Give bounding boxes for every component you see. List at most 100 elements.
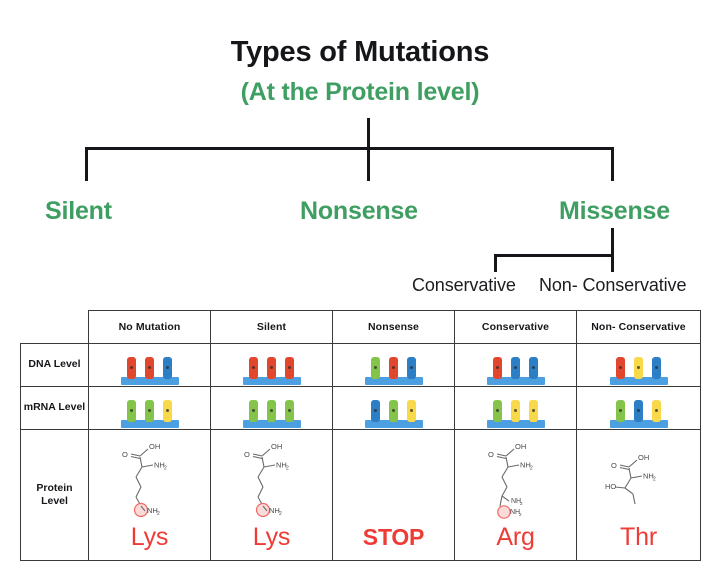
nucleotide-dot <box>409 409 413 412</box>
nucleotide-dot <box>373 409 377 412</box>
column-header-no-mutation: No Mutation <box>88 310 211 344</box>
strand-backbone <box>609 377 668 385</box>
tree-node-nonsense[interactable]: Nonsense <box>300 197 418 225</box>
svg-text:2: 2 <box>530 465 533 471</box>
nucleotide-yellow <box>528 400 538 422</box>
svg-text:2: 2 <box>519 512 522 517</box>
nucleotide-blue <box>528 357 538 379</box>
dna-strand <box>609 351 668 385</box>
strand-backbone <box>242 420 301 428</box>
nucleotide-dot <box>495 409 499 412</box>
codon-glyph <box>211 345 332 385</box>
nucleotide-dot <box>654 409 658 412</box>
tree-main-bar <box>85 147 614 150</box>
dna-strand <box>242 394 301 428</box>
dna-strand <box>364 351 423 385</box>
nucleotide-dot <box>618 366 622 369</box>
nucleotide-dot <box>373 366 377 369</box>
svg-text:NH: NH <box>269 506 280 515</box>
nucleotide-dot <box>531 366 535 369</box>
nucleotide-yellow <box>406 400 416 422</box>
page-title: Types of Mutations <box>230 36 490 68</box>
svg-text:NH: NH <box>510 509 520 516</box>
column-header-nonsense: Nonsense <box>332 310 455 344</box>
codon-glyph <box>89 345 210 385</box>
row-label-line-1: Protein <box>36 481 73 494</box>
dna-strand <box>364 394 423 428</box>
amino-acid-label: Thr <box>620 522 657 551</box>
cell-dna-silent <box>210 343 333 387</box>
nucleotide-dot <box>251 409 255 412</box>
svg-text:O: O <box>122 450 128 459</box>
nucleotide-blue <box>370 400 380 422</box>
nucleotide-green <box>248 400 258 422</box>
nucleotide-green <box>284 400 294 422</box>
nucleotide-dot <box>129 409 133 412</box>
column-header-conservative: Conservative <box>454 310 577 344</box>
tree-stem-nonsense <box>367 147 370 181</box>
column-header-silent: Silent <box>210 310 333 344</box>
nucleotide-yellow <box>651 400 661 422</box>
strand-backbone <box>486 420 545 428</box>
svg-text:O: O <box>488 450 494 459</box>
nucleotide-green <box>266 400 276 422</box>
nucleotide-dot <box>654 366 658 369</box>
cell-dna-conservative <box>454 343 577 387</box>
nucleotide-green <box>492 400 502 422</box>
nucleotide-dot <box>513 366 517 369</box>
nucleotide-dot <box>269 366 273 369</box>
nucleotide-dot <box>513 409 517 412</box>
svg-text:OH: OH <box>638 453 649 462</box>
nucleotide-red <box>126 357 136 379</box>
strand-backbone <box>364 420 423 428</box>
nucleotide-yellow <box>510 400 520 422</box>
strand-backbone <box>609 420 668 428</box>
row-label-line-2: Level <box>41 495 68 507</box>
tree-node-silent[interactable]: Silent <box>45 197 112 225</box>
codon-glyph <box>333 345 454 385</box>
mutation-comparison-table: No Mutation Silent Nonsense Conservative… <box>20 310 701 561</box>
strand-backbone <box>120 377 179 385</box>
cell-mrna-conservative <box>454 386 577 430</box>
tree-leaf-non-conservative[interactable]: Non- Conservative <box>539 275 687 295</box>
amino-acid-label: Lys <box>130 522 169 551</box>
tree-stem-silent <box>85 147 88 181</box>
table-corner-cell <box>21 311 89 344</box>
svg-text:HO: HO <box>605 482 616 491</box>
nucleotide-red <box>492 357 502 379</box>
svg-text:2: 2 <box>286 465 289 471</box>
svg-text:OH: OH <box>271 442 282 451</box>
svg-text:NH: NH <box>276 460 287 469</box>
svg-text:NH: NH <box>511 498 521 505</box>
svg-text:NH: NH <box>147 506 158 515</box>
nucleotide-dot <box>147 366 151 369</box>
tree-leaf-conservative[interactable]: Conservative <box>412 275 516 295</box>
tree-stem-non-conservative <box>611 254 614 272</box>
nucleotide-dot <box>636 409 640 412</box>
codon-glyph <box>577 388 700 428</box>
dna-strand <box>486 351 545 385</box>
nucleotide-red <box>144 357 154 379</box>
svg-text:NH: NH <box>154 460 165 469</box>
svg-text:OH: OH <box>149 442 160 451</box>
row-label-protein-level: Protein Level <box>20 429 89 561</box>
cell-dna-nonsense <box>332 343 455 387</box>
svg-text:NH: NH <box>520 460 531 469</box>
nucleotide-blue <box>651 357 661 379</box>
cell-dna-no-mutation <box>88 343 211 387</box>
nucleotide-green <box>370 357 380 379</box>
svg-text:OH: OH <box>515 442 526 451</box>
cell-mrna-no-mutation <box>88 386 211 430</box>
svg-text:2: 2 <box>157 511 160 517</box>
nucleotide-blue <box>162 357 172 379</box>
svg-text:2: 2 <box>279 511 282 517</box>
strand-backbone <box>120 420 179 428</box>
tree-node-missense[interactable]: Missense <box>559 197 670 225</box>
nucleotide-dot <box>409 366 413 369</box>
